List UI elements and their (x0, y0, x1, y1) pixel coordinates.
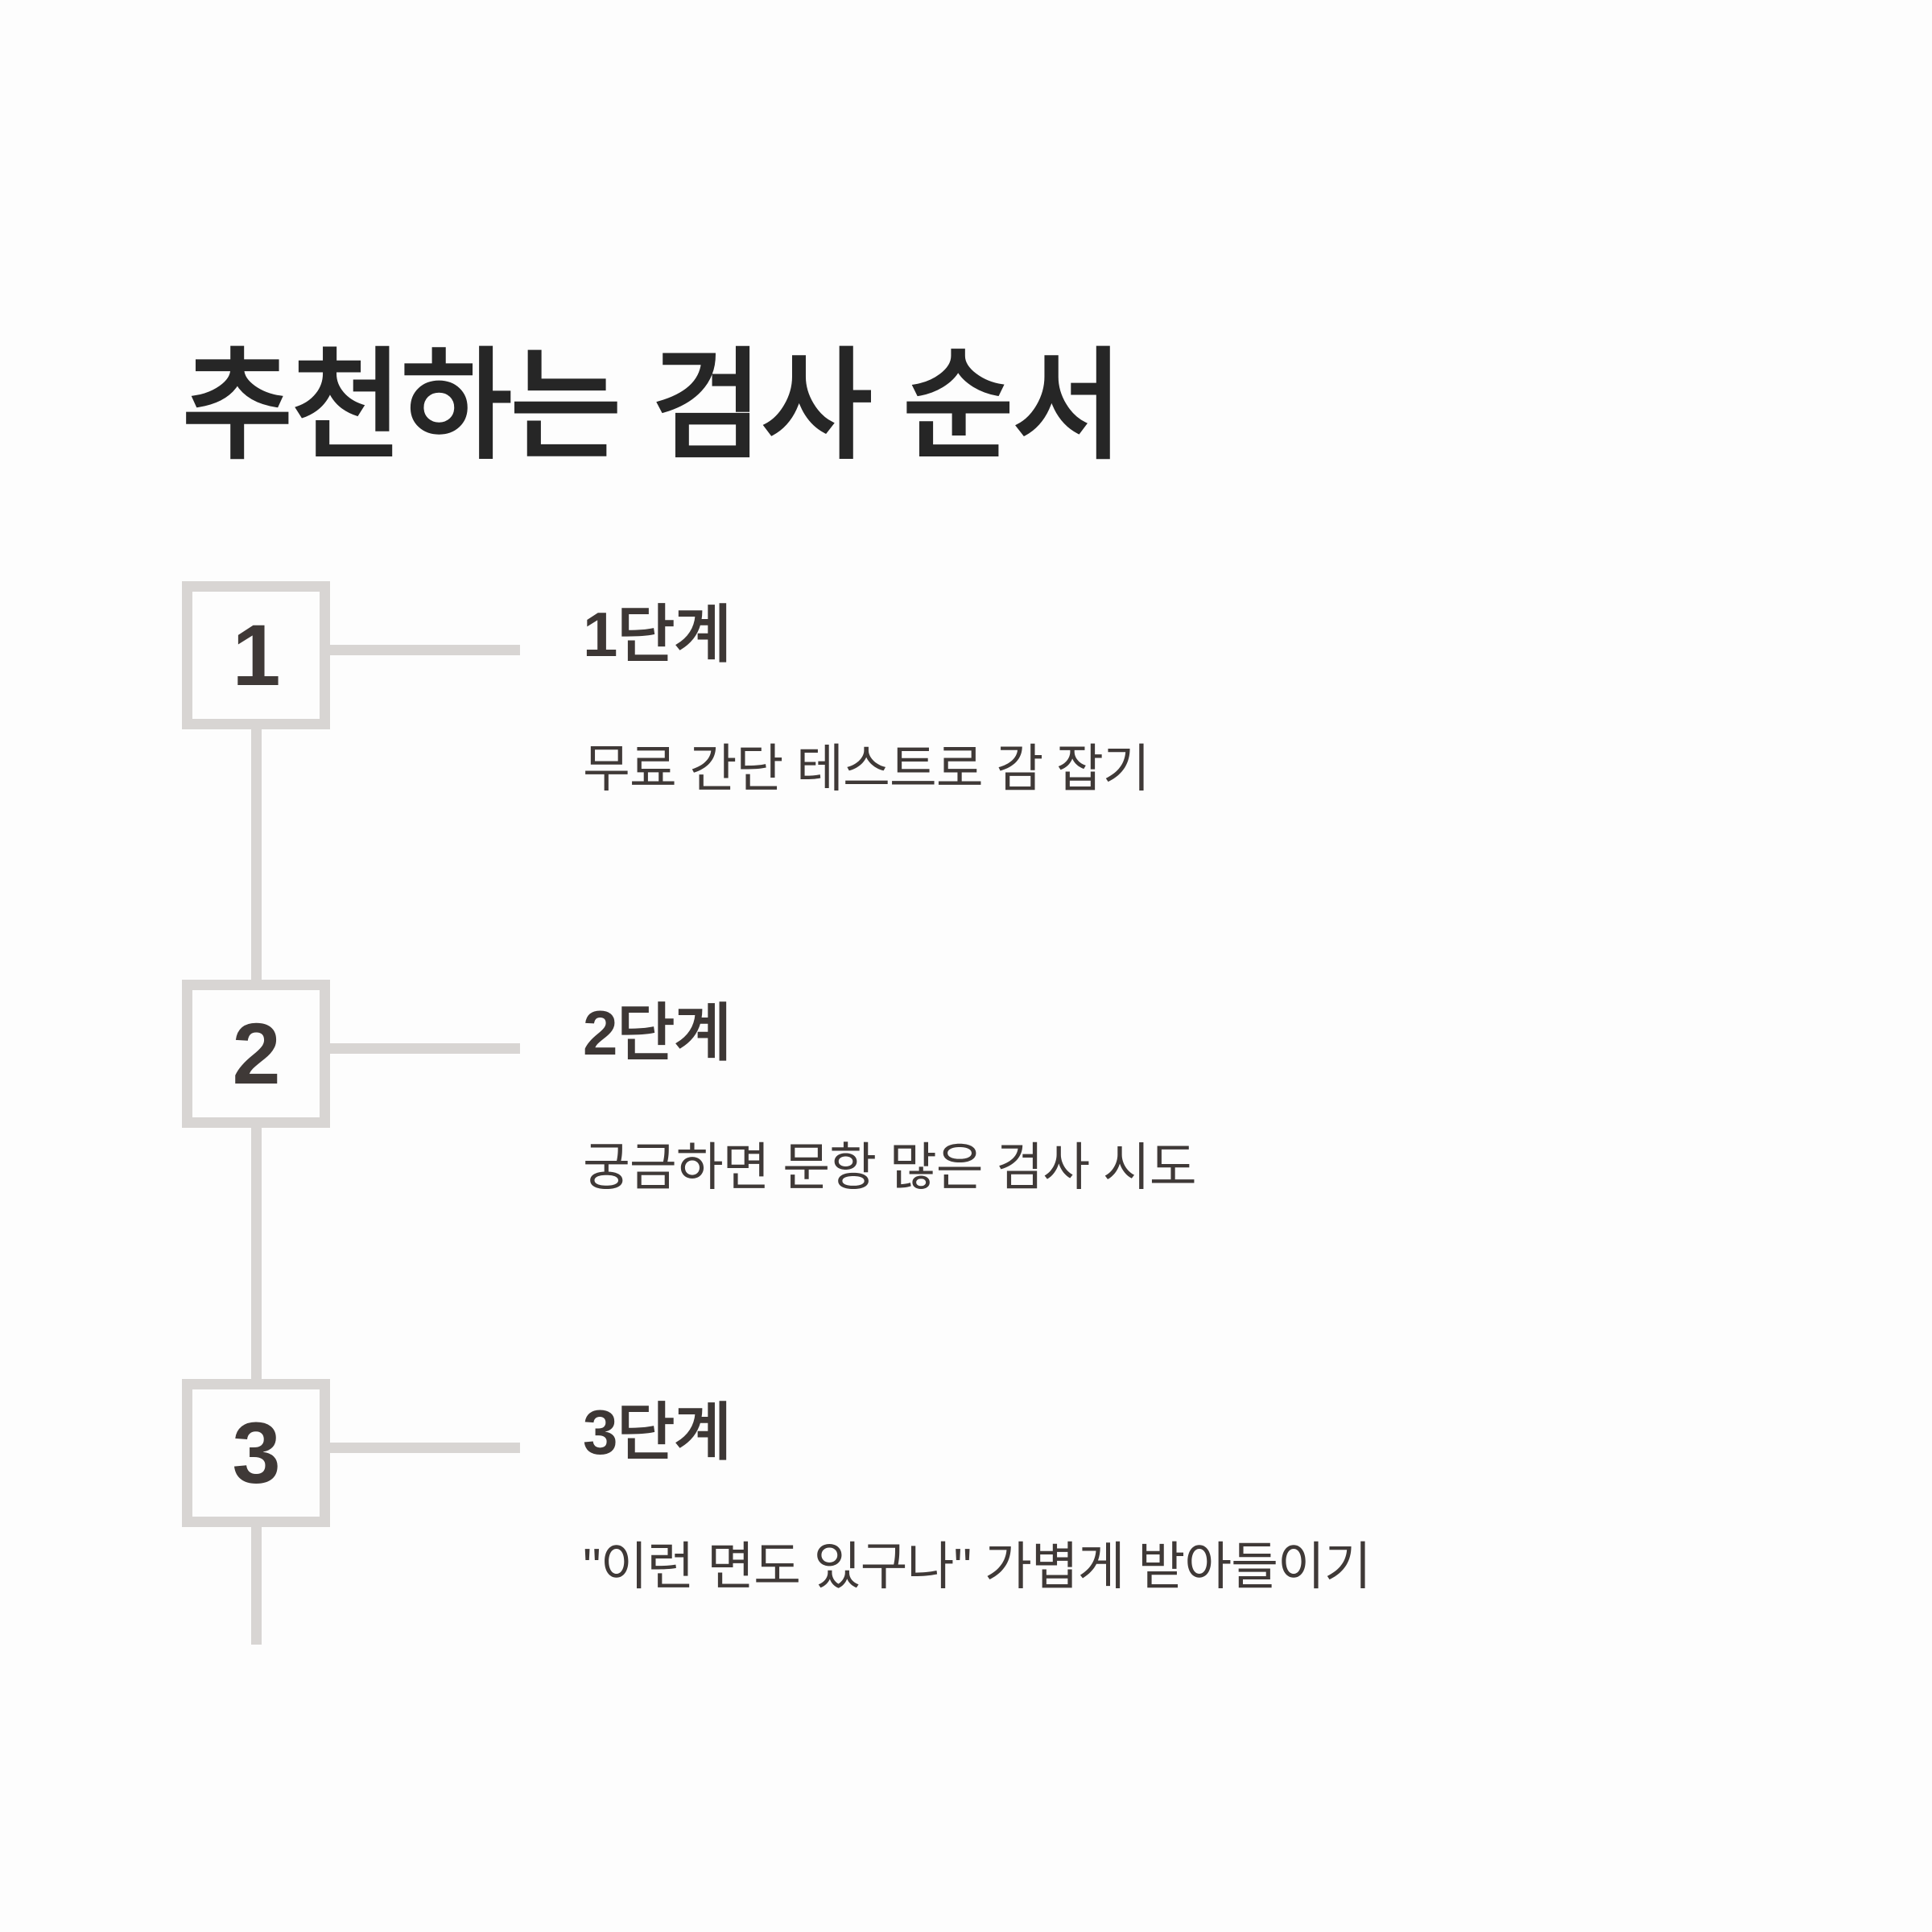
timeline-step-2: 2 2단계 궁금하면 문항 많은 검사 시도 (0, 980, 1932, 1318)
page-title: 추천하는 검사 순서 (182, 337, 1123, 473)
step-number-box-1: 1 (182, 581, 330, 729)
step-number-box-3: 3 (182, 1379, 330, 1527)
timeline-step-1: 1 1단계 무료 간단 테스트로 감 잡기 (0, 581, 1932, 919)
timeline-step-3: 3 3단계 "이런 면도 있구나" 가볍게 받아들이기 (0, 1379, 1932, 1717)
step-description-1: 무료 간단 테스트로 감 잡기 (583, 740, 1150, 798)
step-number-box-2: 2 (182, 980, 330, 1128)
step-connector-3 (330, 1443, 520, 1453)
step-number-3: 3 (232, 1404, 280, 1501)
step-connector-2 (330, 1043, 520, 1054)
step-label-2: 2단계 (583, 997, 732, 1068)
step-number-2: 2 (232, 1005, 280, 1102)
step-number-1: 1 (232, 606, 280, 704)
step-connector-1 (330, 645, 520, 655)
step-label-3: 3단계 (583, 1397, 732, 1468)
step-description-3: "이런 면도 있구나" 가볍게 받아들이기 (583, 1538, 1372, 1596)
step-label-1: 1단계 (583, 599, 732, 670)
step-description-2: 궁금하면 문항 많은 검사 시도 (583, 1138, 1197, 1196)
